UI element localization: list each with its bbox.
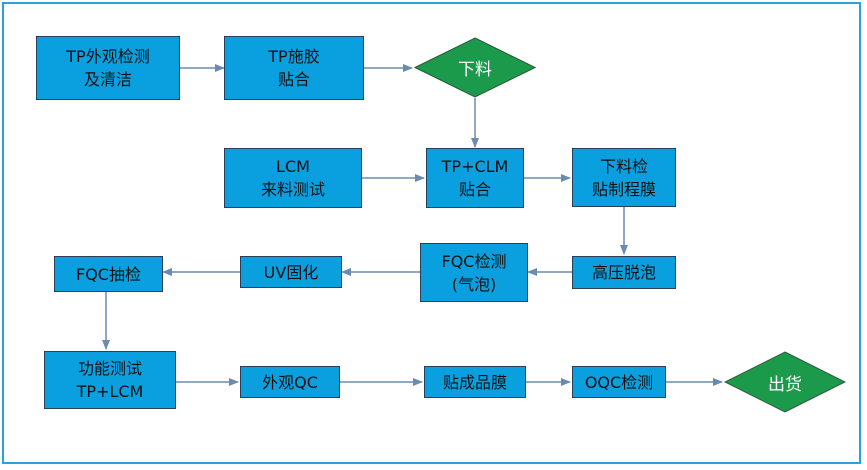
node-film: 贴成品膜 xyxy=(424,366,526,398)
node-uv-cure-label: UV固化 xyxy=(263,262,319,282)
node-func-test-line2: TP+LCM xyxy=(76,382,144,401)
node-tp-clm-line2: 贴合 xyxy=(458,180,491,199)
node-tp-inspect-line2: 及清洁 xyxy=(83,70,132,89)
node-unload-diamond: 下料 xyxy=(414,37,536,98)
node-func-test: 功能测试 TP+LCM xyxy=(44,351,176,409)
node-tp-clm: TP+CLM 贴合 xyxy=(426,148,524,208)
node-lcm-test: LCM 来料测试 xyxy=(224,148,362,208)
node-oqc-label: OQC检测 xyxy=(584,372,654,392)
node-visual-qc: 外观QC xyxy=(240,366,340,398)
node-ship-diamond: 出货 xyxy=(724,351,846,413)
node-tp-clm-line1: TP+CLM xyxy=(441,157,509,176)
node-tp-glue-line2: 贴合 xyxy=(277,70,310,89)
node-visual-qc-label: 外观QC xyxy=(262,372,318,392)
node-unload-inspect: 下料检 贴制程膜 xyxy=(572,148,676,207)
node-tp-glue: TP施胶 贴合 xyxy=(224,36,364,100)
node-fqc-bubble: FQC检测 (气泡) xyxy=(420,243,528,302)
node-fqc-sample: FQC抽检 xyxy=(54,256,163,292)
diamond-shape xyxy=(414,37,536,98)
node-lcm-test-line2: 来料测试 xyxy=(260,180,325,199)
node-film-label: 贴成品膜 xyxy=(442,372,507,392)
diamond-shape xyxy=(724,351,846,413)
node-oqc: OQC检测 xyxy=(572,366,666,398)
node-unload-inspect-line1: 下料检 xyxy=(599,156,648,176)
node-degas-label: 高压脱泡 xyxy=(591,263,656,282)
node-ship-label: 出货 xyxy=(768,374,802,395)
node-tp-glue-line1: TP施胶 xyxy=(268,47,320,66)
node-func-test-line1: 功能测试 xyxy=(77,359,142,378)
node-uv-cure: UV固化 xyxy=(240,256,342,288)
node-fqc-bubble-line2: (气泡) xyxy=(451,274,497,294)
node-unload-label: 下料 xyxy=(458,60,492,80)
node-fqc-sample-label: FQC抽检 xyxy=(76,264,141,284)
node-fqc-bubble-line1: FQC检测 xyxy=(441,251,507,271)
node-tp-inspect-line1: TP外观检测 xyxy=(66,47,150,66)
node-degas: 高压脱泡 xyxy=(572,256,676,289)
node-lcm-test-line1: LCM xyxy=(276,157,310,176)
node-tp-inspect: TP外观检测 及清洁 xyxy=(36,36,180,100)
node-unload-inspect-line2: 贴制程膜 xyxy=(591,179,656,199)
